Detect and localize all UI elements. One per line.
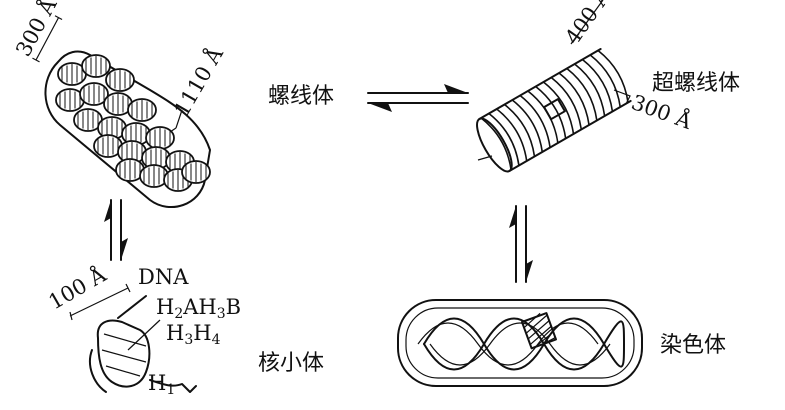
dna-label: DNA <box>138 265 189 289</box>
supersolenoid-height-marker <box>613 89 631 105</box>
reversible-arrow-right-vertical <box>509 205 533 283</box>
chromosome-label: 染色体 <box>660 333 726 358</box>
solenoid-width-label: 300 Å <box>10 0 62 60</box>
supersolenoid-width-marker <box>570 0 604 45</box>
supersolenoid-label: 超螺线体 <box>652 71 740 96</box>
nucleosome-label: 核小体 <box>258 351 324 376</box>
supersolenoid-figure <box>476 48 632 173</box>
solenoid-height-marker <box>169 109 183 133</box>
nucleosome-figure <box>88 295 197 393</box>
reversible-arrow-left-vertical <box>104 199 128 261</box>
histone-octamer-label-1: H2AH3B <box>156 295 241 322</box>
nucleosome-width-marker <box>69 283 131 321</box>
linker-histone-label: H1 <box>148 371 175 398</box>
reversible-arrow-horizontal <box>367 84 469 112</box>
solenoid-figure <box>44 50 211 209</box>
chromosome-figure <box>397 299 643 387</box>
solenoid-beads <box>55 54 211 192</box>
solenoid-height-label: 1110 Å <box>169 42 229 120</box>
nucleosome-width-label: 100 Å <box>44 261 111 314</box>
solenoid-label: 螺线体 <box>268 84 334 109</box>
solenoid-width-marker <box>32 15 63 63</box>
histone-octamer-label-2: H3H4 <box>166 321 221 348</box>
supersolenoid-width-label: 400 Å <box>560 0 616 49</box>
